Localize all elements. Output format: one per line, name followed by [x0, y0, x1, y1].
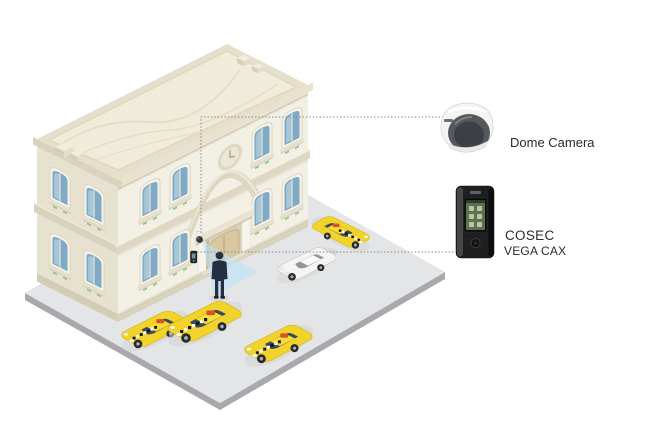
connector-lines	[197, 116, 454, 253]
wall-access-reader	[190, 250, 198, 264]
device-screen	[466, 200, 485, 230]
dome-camera-label: Dome Camera	[510, 135, 595, 150]
roof	[37, 44, 308, 180]
wall-dome-camera	[196, 231, 203, 243]
brand-logo	[470, 191, 481, 194]
cosec-label: COSEC	[505, 228, 555, 243]
roof-vent	[55, 142, 73, 158]
roof-vent	[237, 54, 251, 67]
clock	[218, 143, 242, 171]
building-left-face	[34, 139, 121, 322]
facade-arch	[184, 170, 264, 239]
vega-cax-label: VEGA CAX	[504, 244, 567, 258]
connector-to-dome-camera	[200, 116, 446, 233]
brand-logo	[444, 119, 453, 122]
door-canopy	[194, 207, 254, 245]
roof-vent	[252, 63, 264, 74]
cosec-vega-cax-product	[455, 185, 495, 259]
dome-camera-product	[440, 102, 494, 153]
person	[209, 251, 229, 302]
roof-vent	[70, 149, 85, 162]
